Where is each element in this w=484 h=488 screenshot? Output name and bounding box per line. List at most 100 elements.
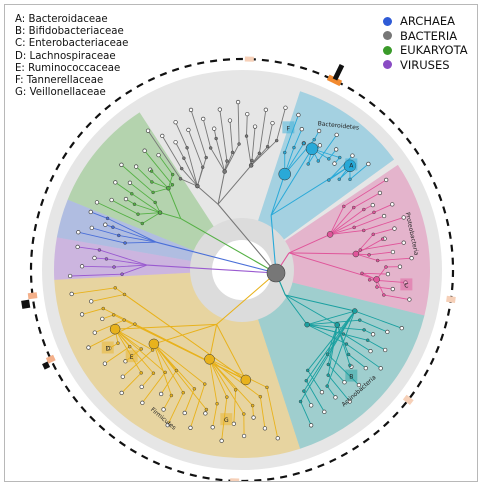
firmicutes-clade-node bbox=[169, 393, 174, 398]
firmicutes-clade-leaf bbox=[203, 411, 208, 416]
family-marker-a: A bbox=[349, 162, 354, 169]
firmicutes-clade-node bbox=[250, 403, 255, 408]
gray-clade-node bbox=[257, 151, 262, 155]
actinobacteria-clade-node bbox=[341, 332, 346, 336]
actinobacteria-clade-node bbox=[362, 328, 366, 332]
actinobacteria-clade-leaf bbox=[308, 423, 314, 428]
sector-viruses bbox=[53, 237, 203, 280]
sector-archaea bbox=[56, 199, 205, 264]
gray-clade-node bbox=[230, 150, 235, 155]
viruses-clade-leaf bbox=[75, 244, 80, 250]
gray-clade-node bbox=[185, 146, 189, 150]
ring-marker-orange bbox=[326, 74, 343, 87]
eukaryota-clade-leaf bbox=[127, 180, 133, 185]
bacteroidetes-clade-node bbox=[348, 177, 352, 182]
legend-swatch bbox=[383, 16, 392, 26]
viruses-clade-leaf bbox=[92, 255, 97, 261]
proteobacteria-clade-node bbox=[362, 228, 366, 233]
firmicutes-clade-node bbox=[215, 401, 219, 406]
ring-marker-right bbox=[446, 295, 456, 303]
proteobacteria-clade-leaf bbox=[370, 202, 375, 208]
bacteroidetes-clade-leaf bbox=[296, 112, 301, 118]
family-marker-c: C bbox=[404, 282, 408, 289]
bacteroidetes-clade-leaf bbox=[334, 147, 339, 152]
eukaryota-clade-node bbox=[130, 192, 134, 196]
ring-marker-peach-2 bbox=[45, 354, 56, 364]
key-item-e: E: Ruminococcaceae bbox=[15, 62, 121, 74]
proteobacteria-clade-leaf bbox=[384, 177, 389, 183]
viruses-clade-leaf bbox=[67, 273, 73, 279]
bacteroidetes-clade-leaf bbox=[299, 127, 304, 132]
family-marker-f: F bbox=[287, 125, 291, 132]
family-marker-g: G bbox=[224, 417, 229, 424]
gray-clade-leaf bbox=[145, 128, 151, 133]
legend-swatch bbox=[383, 31, 392, 41]
eukaryota-clade-leaf bbox=[156, 152, 161, 158]
archaea-clade-leaf bbox=[88, 209, 93, 215]
gray-clade-leaf bbox=[283, 105, 288, 110]
proteobacteria-clade-leaf bbox=[377, 190, 383, 196]
gray-clade-node bbox=[274, 138, 279, 143]
actinobacteria-clade-leaf bbox=[347, 399, 352, 404]
family-marker-e: E bbox=[130, 354, 134, 361]
firmicutes-clade-node bbox=[122, 292, 127, 297]
eukaryota-clade-node bbox=[136, 212, 140, 216]
firmicutes-clade-node bbox=[225, 395, 229, 399]
gray-clade-leaf bbox=[270, 120, 275, 126]
firmicutes-clade-leaf bbox=[182, 410, 187, 416]
firmicutes-clade-leaf bbox=[100, 316, 105, 322]
proteobacteria-clade-subnode bbox=[373, 276, 380, 283]
eukaryota-clade-stem bbox=[180, 218, 277, 274]
gray-clade-leaf bbox=[173, 120, 178, 125]
family-marker-box-g bbox=[220, 413, 233, 426]
key-item-c: C: Enterobacteriaceae bbox=[15, 38, 129, 50]
firmicutes-clade-leaf bbox=[139, 384, 144, 390]
actinobacteria-clade-leaf bbox=[383, 347, 388, 353]
eukaryota-clade-sub bbox=[159, 212, 181, 220]
inner-gray-disc bbox=[190, 218, 294, 322]
firmicutes-clade-leaf bbox=[119, 390, 124, 396]
archaea-clade-node bbox=[105, 216, 110, 221]
bacteroidetes-clade-subnode bbox=[305, 142, 319, 156]
bacteroidetes-clade-node bbox=[302, 141, 306, 145]
proteobacteria-clade-node bbox=[342, 204, 346, 209]
bacteroidetes-clade-node bbox=[327, 157, 331, 161]
actinobacteria-clade-leaf bbox=[378, 366, 383, 371]
firmicutes-clade-node bbox=[122, 318, 126, 322]
proteobacteria-clade-subnode bbox=[326, 231, 334, 238]
bacteroidetes-clade-stem bbox=[270, 215, 277, 274]
firmicutes-clade-leaf bbox=[92, 330, 97, 335]
gray-clade-sub bbox=[217, 165, 252, 205]
gray-clade-leaf bbox=[212, 126, 217, 131]
eukaryota-clade-node bbox=[170, 183, 175, 187]
proteobacteria-clade-leaf bbox=[390, 249, 396, 255]
gray-clade-node bbox=[204, 155, 208, 160]
bacteroidetes-clade-sub bbox=[270, 148, 313, 216]
archaea-clade-stem bbox=[156, 241, 277, 274]
actinobacteria-clade-node bbox=[358, 318, 362, 322]
actinobacteria-clade-leaf bbox=[399, 325, 404, 331]
viruses-clade-node bbox=[104, 257, 109, 261]
firmicutes-clade-node bbox=[174, 368, 179, 373]
family-marker-box-d bbox=[101, 341, 114, 354]
bacteroidetes-clade-node bbox=[306, 162, 310, 166]
legend-label: EUKARYOTA bbox=[400, 43, 468, 57]
legend-item-archaea: ARCHAEA bbox=[383, 14, 468, 29]
firmicutes-clade-leaf bbox=[188, 425, 193, 430]
ring-marker-top bbox=[244, 56, 254, 62]
proteobacteria-clade-leaf bbox=[407, 297, 412, 302]
gray-clade-leaf bbox=[217, 107, 222, 112]
viruses-clade-stem bbox=[147, 264, 277, 274]
firmicutes-clade-sub bbox=[153, 323, 217, 345]
family-marker-d: D bbox=[105, 346, 110, 353]
firmicutes-clade-node bbox=[192, 387, 197, 391]
eukaryota-clade-sub bbox=[167, 188, 182, 219]
actinobacteria-clade-leaf bbox=[385, 329, 390, 335]
archaea-clade-leaf bbox=[103, 222, 108, 227]
firmicutes-clade-leaf bbox=[123, 359, 128, 364]
viruses-clade-leaf bbox=[79, 264, 85, 269]
bacteroidetes-clade-node bbox=[316, 159, 320, 163]
archaea-clade-node bbox=[123, 241, 127, 245]
bacteroidetes-clade-node bbox=[312, 137, 316, 142]
